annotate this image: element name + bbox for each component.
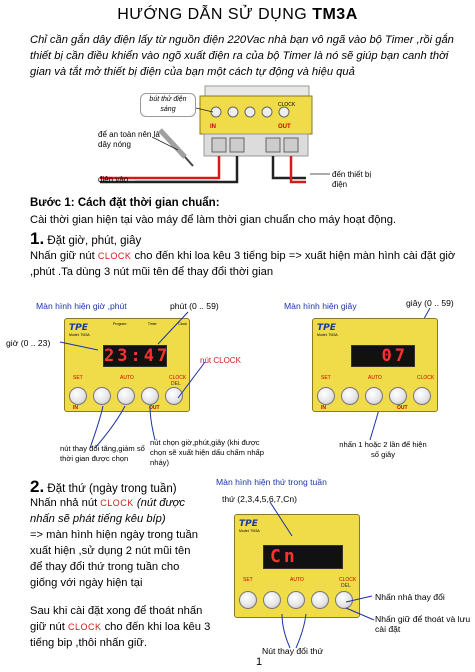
clock-button[interactable] (165, 387, 183, 405)
wiring-out-label: OUT (278, 124, 291, 130)
step2-line1: Nhấn nhả nút CLOCK (nút được nhấn sẽ phá… (30, 497, 185, 525)
clock-label-3: CLOCK (339, 577, 357, 583)
down-arrow-button-3[interactable] (263, 591, 281, 609)
title-model: TM3A (312, 6, 358, 23)
change-day-arrow-1 (281, 613, 291, 649)
arrows-desc: nút thay đổi tăng,giảm số thời gian được… (60, 444, 145, 463)
auto-label: AUTO (120, 375, 134, 381)
second-label: giây (0 .. 59) (406, 298, 454, 308)
select-desc: nút chọn giờ,phút,giây (khi được chọn sẽ… (150, 438, 264, 467)
screen3-title: Màn hình hiện thứ trong tuần (216, 477, 327, 487)
device2-model: Model: TM3A (317, 333, 338, 337)
change-day-arrow-2 (295, 613, 307, 649)
wiring-diagram: IN OUT CLOCK (100, 82, 400, 192)
step1-heading: Bước 1: Cách đặt thời gian chuẩn: (30, 197, 220, 209)
clock-arrow (177, 361, 206, 399)
intro-text: Chỉ cần gắn dây điện lấy từ nguồn điện 2… (30, 34, 454, 78)
wiring-svg (100, 85, 330, 184)
change-day-label: Nút thay đổi thứ (262, 646, 324, 656)
set-label-2: SET (321, 375, 331, 381)
select-pointer (149, 405, 156, 441)
in-label-2: IN (321, 405, 326, 411)
arrows-pointer-2 (94, 405, 126, 449)
select-button-3[interactable] (311, 591, 329, 609)
clock-btn-callout: nút CLOCK (200, 356, 241, 365)
out-label: OUT (149, 405, 160, 411)
step1-text: Nhấn giữ nút CLOCK cho đến khi loa kêu 3… (30, 250, 456, 278)
up-arrow-button-2[interactable] (365, 387, 383, 405)
device3-logo: TPE (239, 519, 258, 529)
page-number: 1 (256, 656, 263, 668)
lcd-display-1: 23:47 (103, 345, 171, 367)
light-label: bút thử điện sáng (140, 93, 196, 117)
del-label-3: DEL (341, 583, 351, 589)
hold-save-arrow (345, 607, 375, 621)
select-button-2[interactable] (389, 387, 407, 405)
timer-device-1: TPE Model: TM3A Program Timer Clock 23:4… (64, 318, 190, 412)
clock-label-2: CLOCK (417, 375, 435, 381)
screen3-arrows (269, 501, 375, 649)
down-arrow-button-2[interactable] (341, 387, 359, 405)
lcd-display-3: Cn (263, 545, 343, 569)
seconds-hint: nhấn 1 hoặc 2 lần để hiện số giây (339, 440, 427, 459)
minute-arrow (157, 311, 189, 345)
out-label-2: OUT (397, 405, 408, 411)
down-arrow-button[interactable] (93, 387, 111, 405)
press-release-label: Nhấn nhả thay đổi (375, 592, 445, 602)
page-title: HƯỚNG DẪN SỬ DỤNG TM3A (0, 6, 475, 24)
input-label: điện vào (98, 175, 129, 184)
title-prefix: HƯỚNG DẪN SỬ DỤNG (117, 6, 313, 23)
clock-button-2[interactable] (413, 387, 431, 405)
safety-label: để an toàn nên là dây nóng (98, 130, 160, 149)
device-header: Program Timer Clock (113, 322, 187, 326)
step2-subtitle: 2. Đặt thứ (ngày trong tuần) (30, 477, 177, 496)
set-label: SET (73, 375, 83, 381)
timer-device-2: TPE Model: TM3A 07 SET AUTO CLOCK IN OUT (312, 318, 438, 412)
hour-arrow (59, 341, 99, 351)
timer-device-3: TPE Model: TM3A Cn SET AUTO CLOCK DEL (234, 514, 360, 618)
wiring-clock-label: CLOCK (278, 102, 296, 108)
output-label: đến thiết bị điện (332, 170, 372, 189)
press-release-arrow (345, 595, 373, 603)
set-button-3[interactable] (239, 591, 257, 609)
device2-logo: TPE (317, 323, 336, 333)
device-logo: TPE (69, 323, 88, 333)
del-label: DEL (171, 381, 181, 387)
minute-label: phút (0 .. 59) (170, 301, 219, 311)
wiring-btn-5 (278, 106, 290, 118)
wiring-btn-4 (261, 106, 273, 118)
clock-label: CLOCK (169, 375, 187, 381)
wiring-btn-2 (227, 106, 239, 118)
select-button[interactable] (141, 387, 159, 405)
hold-save-label: Nhấn giữ để thoát và lưu cài đặt (375, 614, 471, 634)
auto-label-2: AUTO (368, 375, 382, 381)
arrows-pointer-1 (89, 405, 104, 449)
wiring-in-label: IN (210, 124, 216, 130)
set-label-3: SET (243, 577, 253, 583)
screen1-title: Màn hình hiện giờ ,phút (36, 301, 127, 311)
step1-subtitle: 1. Đặt giờ, phút, giây (30, 229, 142, 248)
up-arrow-button[interactable] (117, 387, 135, 405)
hour-label: giờ (0 .. 23) (6, 338, 51, 348)
set-button[interactable] (69, 387, 87, 405)
wiring-btn-3 (244, 106, 256, 118)
step1-desc: Cài thời gian hiện tại vào máy để làm th… (30, 214, 397, 226)
in-label: IN (73, 405, 78, 411)
screen2-title: Màn hình hiện giây (284, 301, 357, 311)
step2-line3: Sau khi cài đặt xong để thoát nhấn giữ n… (30, 605, 211, 649)
day-arrow (269, 501, 293, 537)
device3-model: Model: TM3A (239, 529, 260, 533)
up-arrow-button-3[interactable] (287, 591, 305, 609)
lcd-display-2: 07 (351, 345, 415, 367)
device-model: Model: TM3A (69, 333, 90, 337)
step2-line2: => màn hình hiện ngày trong tuần xuất hi… (30, 529, 198, 589)
auto-label-3: AUTO (290, 577, 304, 583)
set-button-2[interactable] (317, 387, 335, 405)
wiring-btn-1 (210, 106, 222, 118)
day-label: thứ (2,3,4,5,6,7,Cn) (222, 494, 298, 504)
